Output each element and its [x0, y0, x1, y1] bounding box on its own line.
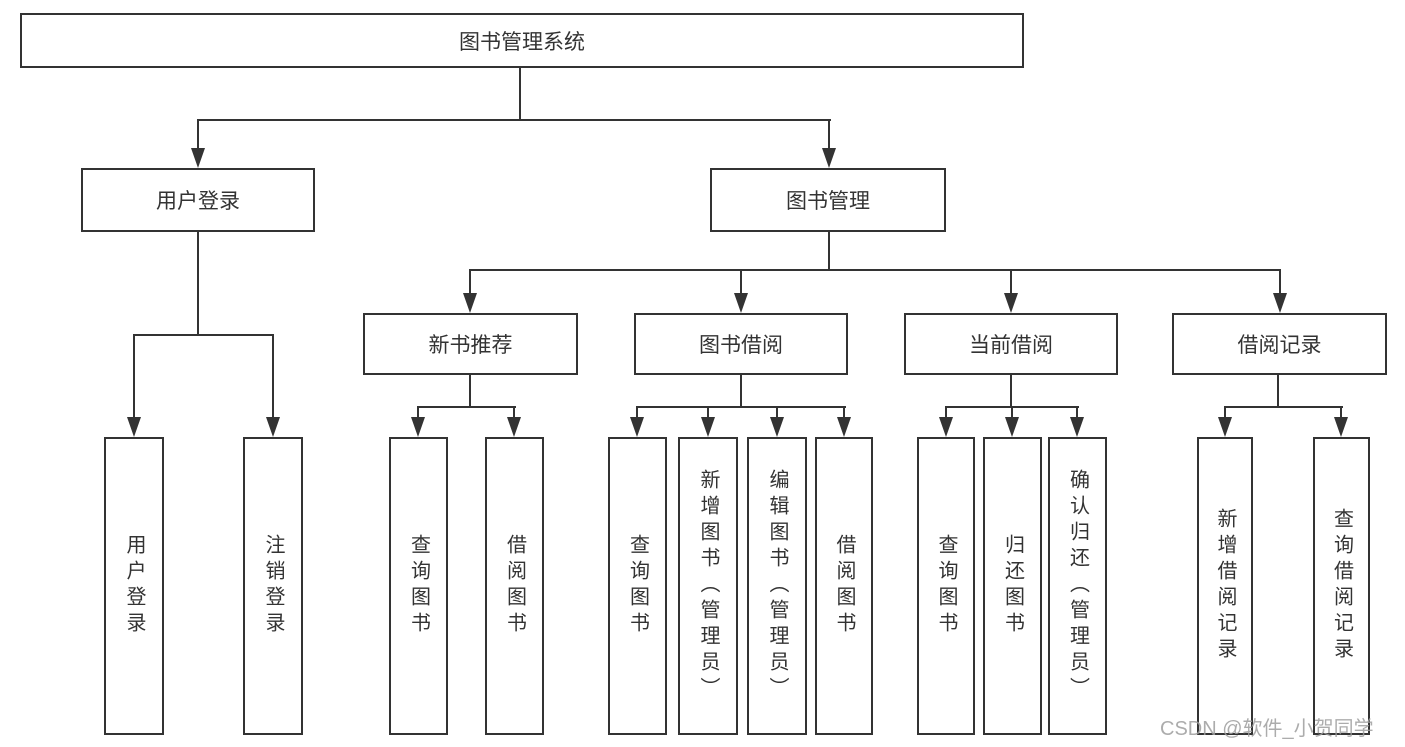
leaf-bb-add-books-admin: 新增图书（管理员）: [678, 437, 738, 735]
leaf-nbr-borrow-books: 借阅图书: [485, 437, 544, 735]
connector-line: [1340, 406, 1342, 418]
connector-line: [740, 375, 742, 408]
connector-line: [776, 406, 778, 418]
connector-line: [469, 269, 471, 295]
leaf-logout-label: 注销登录: [262, 534, 284, 638]
connector-line: [417, 406, 419, 418]
leaf-bb-add-books-admin-label: 新增图书（管理员）: [697, 469, 719, 703]
csdn-watermark: CSDN @软件_小贺同学: [1160, 718, 1374, 740]
arrowhead-down-icon: [266, 417, 280, 437]
leaf-bb-query-books-label: 查询图书: [626, 534, 649, 638]
leaf-nbr-borrow-books-label: 借阅图书: [503, 534, 526, 638]
leaf-cb-return-books-label: 归还图书: [1001, 534, 1024, 638]
leaf-nbr-query-books-label: 查询图书: [407, 534, 430, 638]
connector-line: [133, 334, 135, 418]
arrowhead-down-icon: [1004, 293, 1018, 313]
arrowhead-down-icon: [701, 417, 715, 437]
node-book-management-label: 图书管理: [786, 190, 870, 213]
leaf-br-add-record: 新增借阅记录: [1197, 437, 1253, 735]
arrowhead-down-icon: [1334, 417, 1348, 437]
node-borrow-records-label: 借阅记录: [1237, 334, 1322, 357]
leaf-bb-edit-books-admin: 编辑图书（管理员）: [747, 437, 807, 735]
leaf-br-add-record-label: 新增借阅记录: [1214, 508, 1236, 664]
connector-line: [828, 119, 830, 149]
node-book-borrow-label: 图书借阅: [699, 334, 783, 357]
leaf-bb-borrow-books-label: 借阅图书: [833, 534, 855, 638]
connector-line: [636, 406, 638, 418]
connector-line: [133, 334, 273, 336]
leaf-cb-confirm-return-admin-label: 确认归还（管理员）: [1066, 469, 1089, 703]
node-book-management: 图书管理: [710, 168, 946, 232]
connector-line: [707, 406, 709, 418]
leaf-cb-confirm-return-admin: 确认归还（管理员）: [1048, 437, 1107, 735]
connector-line: [828, 232, 830, 271]
connector-line: [519, 68, 521, 120]
connector-line: [1011, 406, 1013, 418]
arrowhead-down-icon: [630, 417, 644, 437]
connector-line: [197, 119, 199, 149]
connector-line: [1279, 269, 1281, 295]
connector-line: [1224, 406, 1343, 408]
leaf-cb-return-books: 归还图书: [983, 437, 1042, 735]
connector-line: [636, 406, 846, 408]
node-current-borrow-label: 当前借阅: [969, 334, 1053, 357]
node-book-borrow: 图书借阅: [634, 313, 848, 375]
leaf-logout: 注销登录: [243, 437, 303, 735]
leaf-nbr-query-books: 查询图书: [389, 437, 448, 735]
arrowhead-down-icon: [1070, 417, 1084, 437]
connector-line: [469, 269, 1281, 271]
node-borrow-records: 借阅记录: [1172, 313, 1387, 375]
arrowhead-down-icon: [1218, 417, 1232, 437]
connector-line: [1010, 269, 1012, 295]
connector-line: [469, 375, 471, 408]
node-root-label: 图书管理系统: [459, 30, 585, 54]
node-user-login-label: 用户登录: [156, 190, 240, 213]
connector-line: [1076, 406, 1078, 418]
connector-line: [740, 269, 742, 295]
leaf-bb-query-books: 查询图书: [608, 437, 667, 735]
connector-line: [843, 406, 845, 418]
arrowhead-down-icon: [837, 417, 851, 437]
connector-line: [945, 406, 947, 418]
connector-line: [417, 406, 516, 408]
connector-line: [197, 119, 831, 121]
connector-line: [272, 334, 274, 418]
leaf-bb-borrow-books: 借阅图书: [815, 437, 873, 735]
node-new-book-recommend-label: 新书推荐: [428, 334, 513, 357]
arrowhead-down-icon: [1273, 293, 1287, 313]
connector-line: [1010, 375, 1012, 408]
arrowhead-down-icon: [1005, 417, 1019, 437]
arrowhead-down-icon: [127, 417, 141, 437]
arrowhead-down-icon: [939, 417, 953, 437]
leaf-cb-query-books: 查询图书: [917, 437, 975, 735]
leaf-bb-edit-books-admin-label: 编辑图书（管理员）: [766, 469, 788, 703]
connector-line: [197, 232, 199, 336]
arrowhead-down-icon: [463, 293, 477, 313]
leaf-br-query-record: 查询借阅记录: [1313, 437, 1370, 735]
arrowhead-down-icon: [734, 293, 748, 313]
leaf-user-login-label: 用户登录: [123, 534, 145, 638]
node-user-login: 用户登录: [81, 168, 315, 232]
node-current-borrow: 当前借阅: [904, 313, 1118, 375]
arrowhead-down-icon: [770, 417, 784, 437]
arrowhead-down-icon: [822, 148, 836, 168]
node-root: 图书管理系统: [20, 13, 1024, 68]
arrowhead-down-icon: [411, 417, 425, 437]
arrowhead-down-icon: [191, 148, 205, 168]
arrowhead-down-icon: [507, 417, 521, 437]
connector-line: [1224, 406, 1226, 418]
connector-line: [1277, 375, 1279, 408]
leaf-br-query-record-label: 查询借阅记录: [1330, 508, 1353, 664]
connector-line: [513, 406, 515, 418]
node-new-book-recommend: 新书推荐: [363, 313, 578, 375]
leaf-cb-query-books-label: 查询图书: [935, 534, 957, 638]
leaf-user-login: 用户登录: [104, 437, 164, 735]
